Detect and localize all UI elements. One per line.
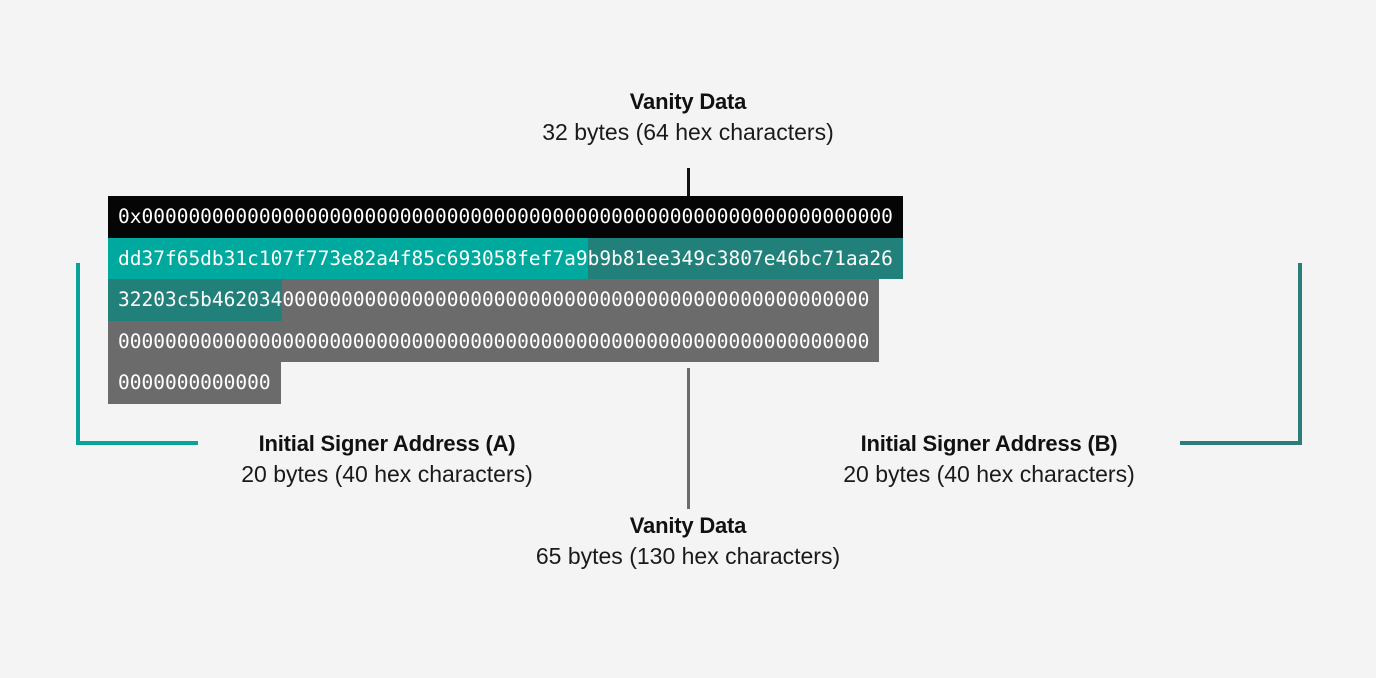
hex-segment-gray: 0000000000000000000000000000000000000000…	[108, 320, 880, 363]
connector-line-top	[687, 168, 690, 197]
callout-left-title: Initial Signer Address (A)	[258, 431, 516, 456]
bracket-right-vertical	[1298, 263, 1302, 445]
hex-segment-gray: 0000000000000000000000000000000000000000…	[282, 279, 880, 321]
callout-vanity-data-bottom: Vanity Data 65 bytes (130 hex characters…	[438, 512, 938, 572]
hex-segment-teal-dark: b9b81ee349c3807e46bc71aa26	[587, 237, 903, 280]
hex-row: dd37f65db31c107f773e82a4f85c693058fef7a9…	[108, 237, 1268, 280]
callout-bottom-title: Vanity Data	[629, 513, 747, 538]
bracket-signer-b	[1180, 263, 1302, 445]
callout-initial-signer-b: Initial Signer Address (B) 20 bytes (40 …	[739, 430, 1239, 490]
callout-bottom-subtitle: 65 bytes (130 hex characters)	[535, 543, 841, 569]
hex-data-block: 0x00000000000000000000000000000000000000…	[108, 196, 1268, 404]
bracket-left-horizontal	[76, 441, 198, 445]
callout-left-subtitle: 20 bytes (40 hex characters)	[241, 461, 533, 487]
hex-segment-gray: 0000000000000	[108, 362, 281, 404]
callout-right-subtitle: 20 bytes (40 hex characters)	[843, 461, 1135, 487]
hex-segment-teal-bright: dd37f65db31c107f773e82a4f85c693058fef7a9	[108, 237, 588, 280]
callout-vanity-data-top: Vanity Data 32 bytes (64 hex characters)	[438, 88, 938, 148]
callout-right-title: Initial Signer Address (B)	[860, 431, 1118, 456]
bracket-signer-a	[76, 263, 198, 445]
callout-initial-signer-a: Initial Signer Address (A) 20 bytes (40 …	[137, 430, 637, 490]
hex-segment-teal-dark: 32203c5b462034	[108, 279, 283, 321]
callout-top-title: Vanity Data	[629, 89, 747, 114]
hex-row: 0000000000000000000000000000000000000000…	[108, 320, 1268, 363]
bracket-right-horizontal	[1180, 441, 1302, 445]
hex-row: 0000000000000	[108, 362, 1268, 404]
hex-row: 0x00000000000000000000000000000000000000…	[108, 196, 1268, 238]
callout-top-subtitle: 32 bytes (64 hex characters)	[542, 119, 834, 145]
bracket-left-vertical	[76, 263, 80, 445]
hex-segment-black: 0x00000000000000000000000000000000000000…	[108, 196, 903, 238]
connector-line-bottom	[687, 368, 690, 509]
